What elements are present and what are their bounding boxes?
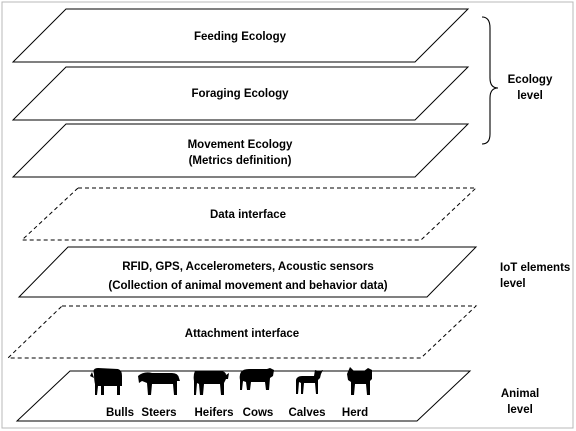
ecology-level-label-line1: Ecology (508, 74, 553, 86)
movement-ecology-plane (11, 123, 470, 178)
iot-sensors-label: RFID, GPS, Accelerometers, Acoustic sens… (122, 261, 374, 273)
animal-label-steers: Steers (141, 407, 176, 419)
feeding-ecology-plane (11, 8, 470, 63)
animal-label-cows: Cows (243, 407, 274, 419)
calf-icon (296, 370, 323, 394)
feeding-ecology-label: Feeding Ecology (194, 31, 287, 43)
ecology-level-label-line2: level (517, 90, 543, 102)
movement-ecology-sublabel: (Metrics definition) (189, 155, 292, 167)
animal-label-herd: Herd (342, 407, 368, 419)
layer-foraging-ecology: Foraging Ecology (11, 66, 470, 121)
layer-movement-ecology: Movement Ecology (Metrics definition) (11, 123, 470, 178)
steer-icon (138, 372, 180, 395)
layer-data-interface: Data interface (20, 187, 478, 241)
animal-label-calves: Calves (288, 407, 325, 419)
iot-level-label-line2: level (500, 278, 526, 290)
data-interface-label: Data interface (210, 209, 286, 221)
heifer-icon (193, 371, 229, 395)
iot-level-label-line1: IoT elements (500, 262, 570, 274)
data-interface-plane (20, 187, 478, 241)
layer-feeding-ecology: Feeding Ecology (11, 8, 470, 63)
foraging-ecology-plane (11, 66, 470, 121)
layer-animal: Bulls Steers Heifers Cows Calves Herd (15, 367, 472, 422)
iot-sensors-plane (17, 246, 478, 298)
herd-icon (347, 367, 372, 395)
animal-level-label-line1: Animal (501, 388, 539, 400)
animal-label-heifers: Heifers (195, 407, 234, 419)
layer-iot-sensors: RFID, GPS, Accelerometers, Acoustic sens… (17, 246, 478, 298)
ecology-level-brace (481, 16, 499, 145)
movement-ecology-label: Movement Ecology (188, 139, 293, 151)
layer-attachment-interface: Attachment interface (6, 305, 478, 359)
attachment-interface-label: Attachment interface (185, 328, 299, 340)
animal-label-bulls: Bulls (106, 407, 134, 419)
foraging-ecology-label: Foraging Ecology (191, 88, 289, 100)
bull-icon (90, 368, 122, 395)
attachment-interface-plane (6, 305, 478, 359)
cow-icon (239, 368, 274, 390)
animal-level-label-line2: level (507, 404, 533, 416)
iot-sensors-sublabel: (Collection of animal movement and behav… (108, 280, 387, 292)
